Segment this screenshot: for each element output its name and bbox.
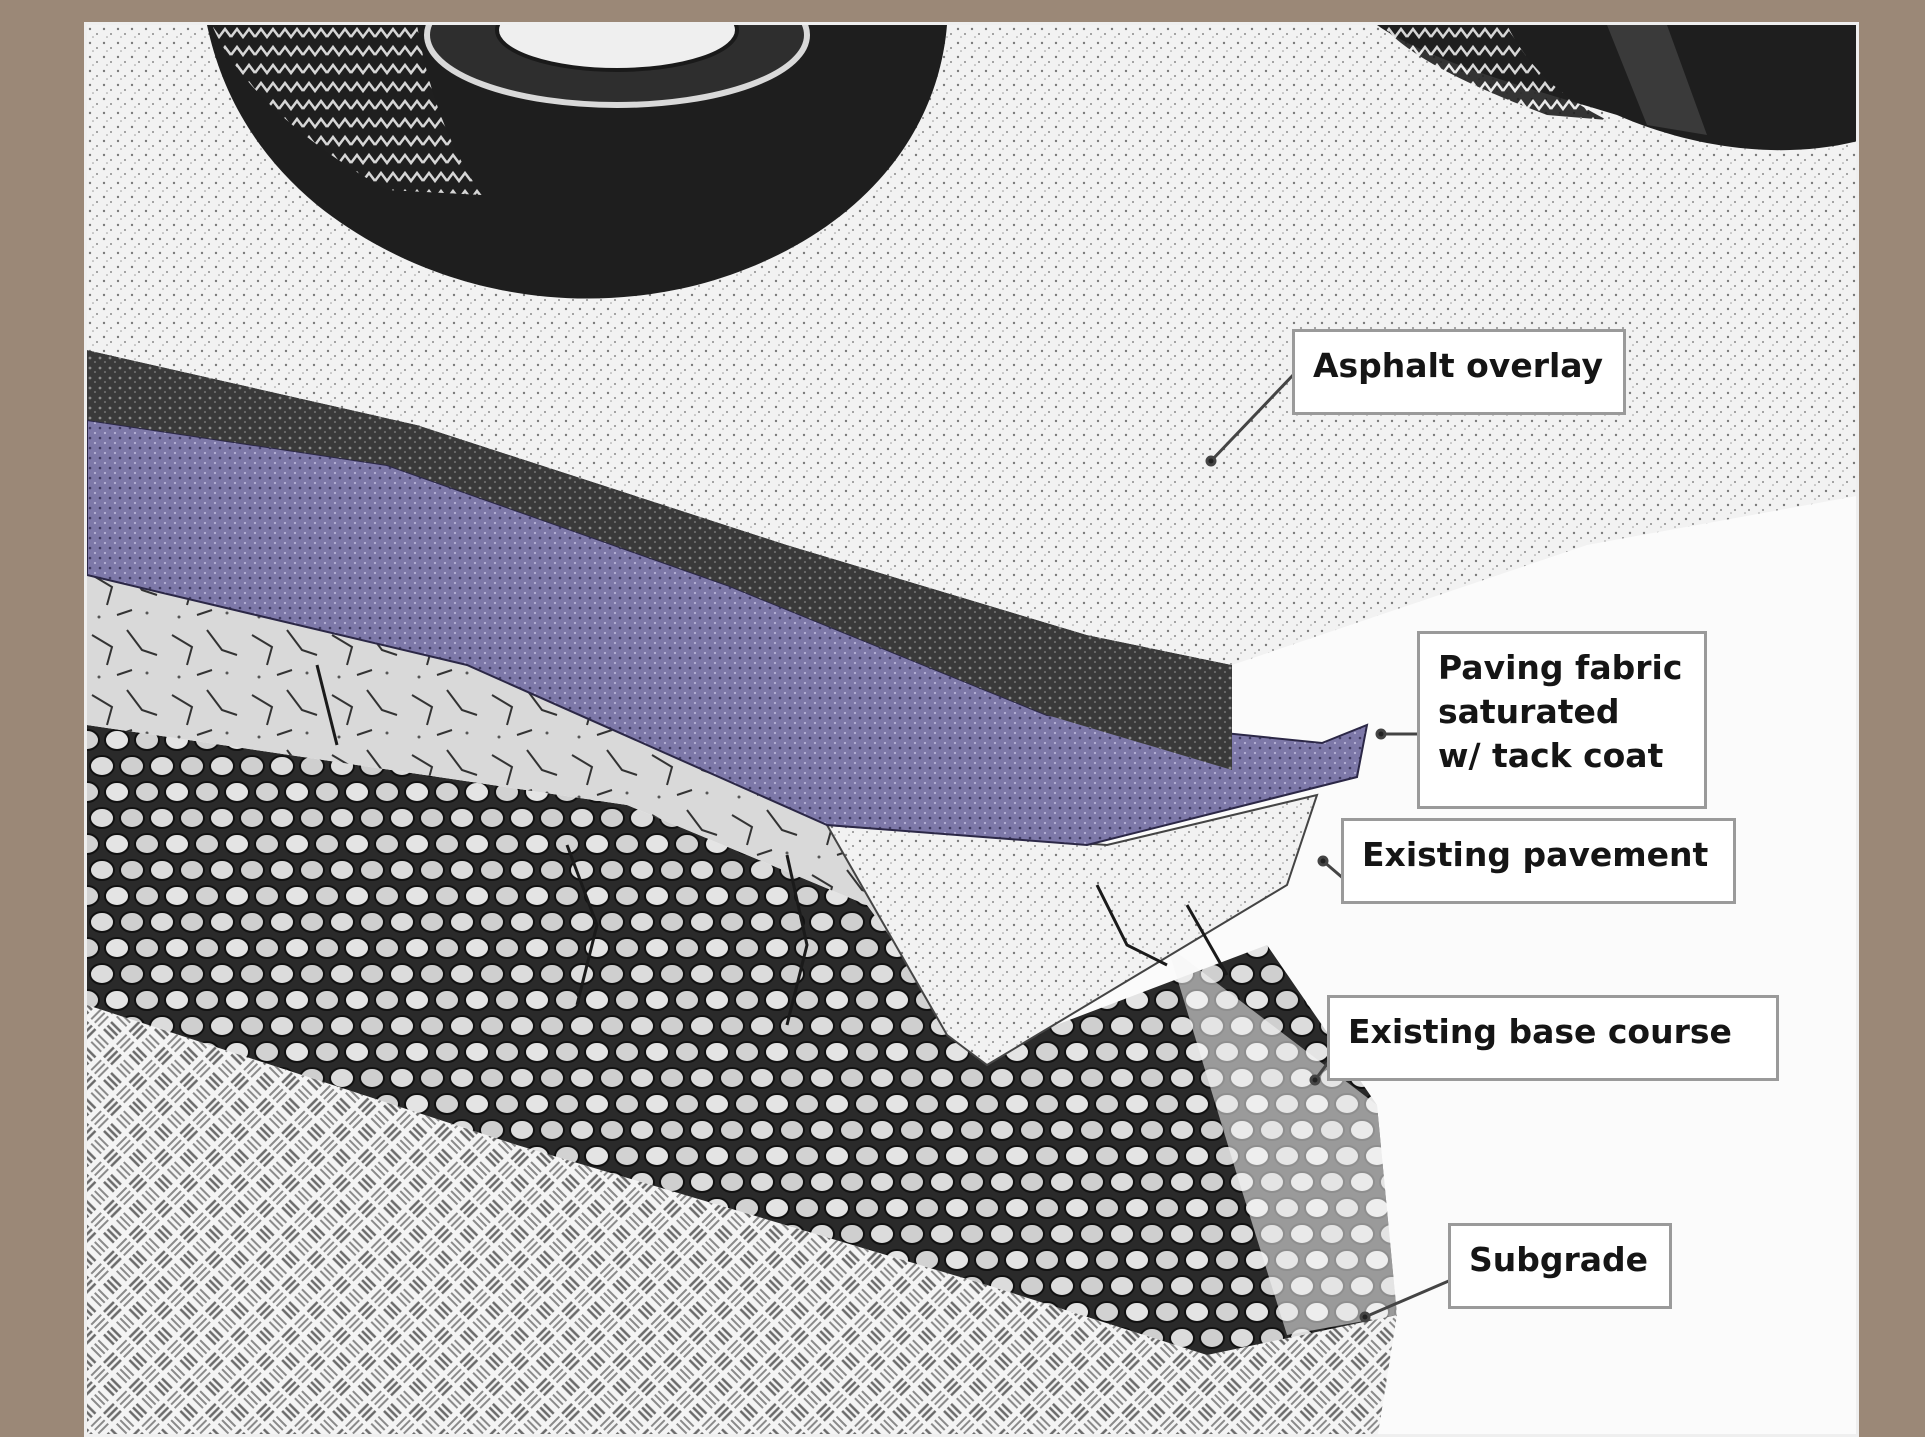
label-asphalt-overlay: Asphalt overlay	[1292, 329, 1626, 415]
label-paving-fabric: Paving fabric saturated w/ tack coat	[1417, 631, 1707, 809]
label-existing-base-course: Existing base course	[1327, 995, 1779, 1081]
label-existing-pavement: Existing pavement	[1341, 818, 1736, 904]
label-subgrade: Subgrade	[1448, 1223, 1672, 1309]
